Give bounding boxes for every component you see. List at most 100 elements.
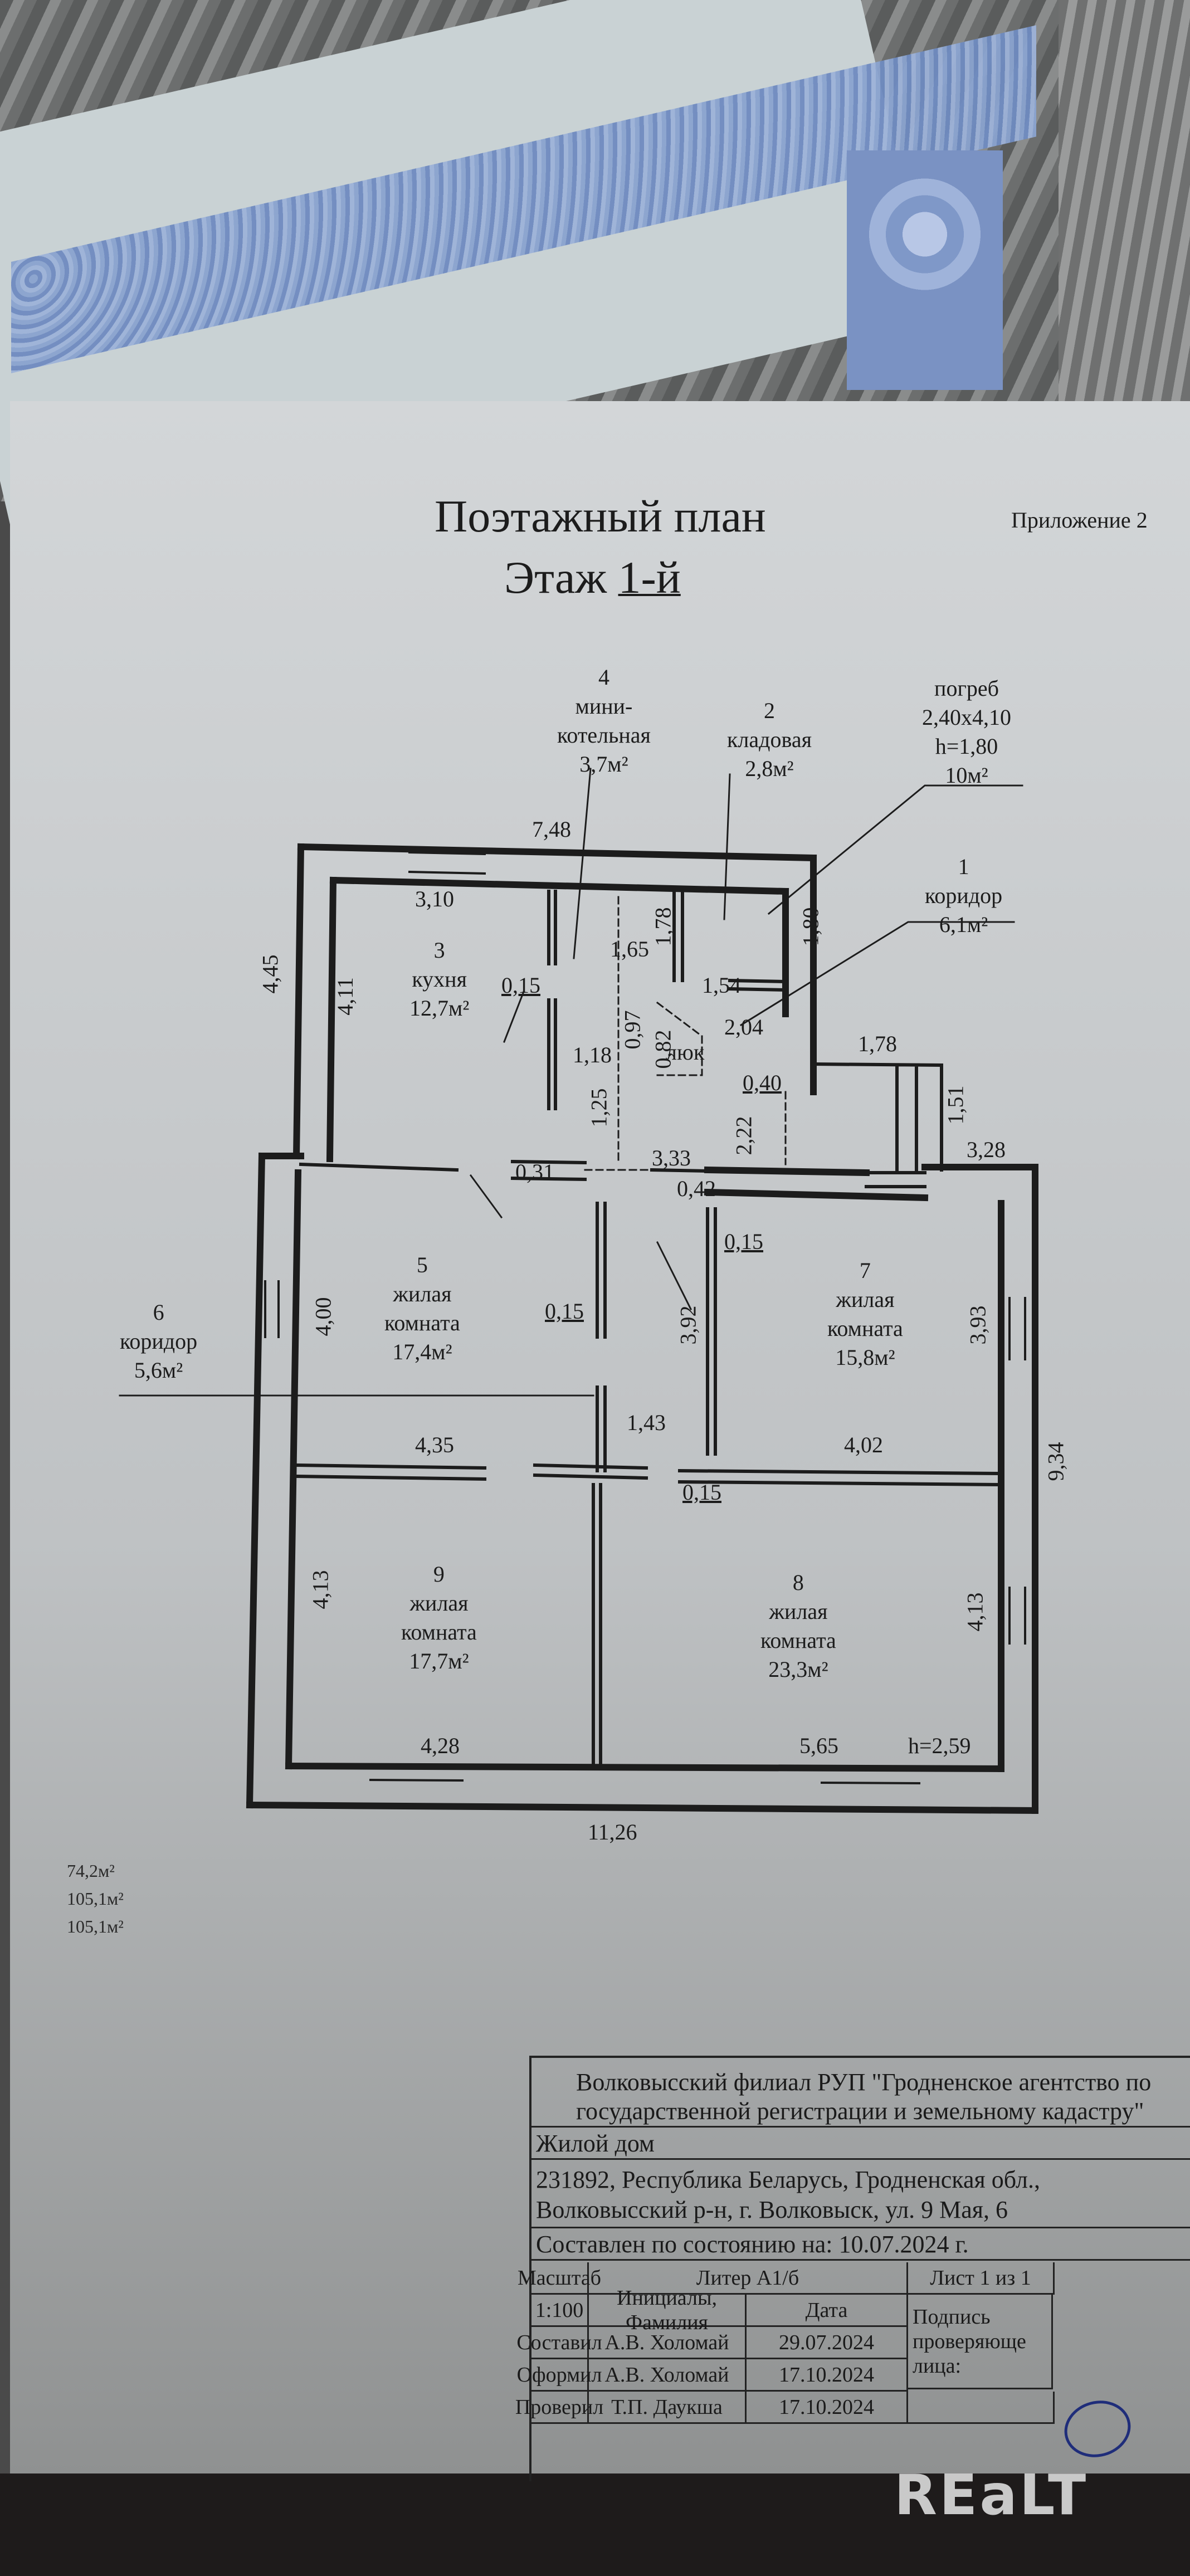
- partition-room9-room8: [592, 1483, 602, 1768]
- dashed-boundaries: [584, 896, 787, 1171]
- partition-corridor-stub: [533, 1463, 648, 1480]
- outer-wall-top: [297, 843, 817, 862]
- outer-wall-top-inner: [329, 876, 789, 895]
- room-9-area: 17,7м²: [409, 1648, 469, 1674]
- dim-222: 2,22: [731, 1116, 757, 1155]
- room-4-name-2: котельная: [557, 723, 651, 748]
- partition-hall-block: [510, 1159, 587, 1182]
- dim-porch-height: 1,51: [943, 1085, 968, 1125]
- row-role: Проверил: [515, 2392, 603, 2424]
- room-8-area: 23,3м²: [768, 1657, 828, 1682]
- hatch-label: люк: [666, 1040, 705, 1065]
- dim-right-outer: 9,34: [1043, 1442, 1069, 1481]
- room-7-name-2: комната: [827, 1316, 903, 1341]
- dim-left-outer-top: 4,45: [257, 954, 283, 994]
- partition-boiler-storage: [672, 890, 684, 982]
- entrance-door-gap: [865, 1171, 926, 1188]
- outer-walls: [246, 843, 1039, 1814]
- dim-partition-015-c: 0,15: [545, 1299, 584, 1324]
- dim-room7-right: 3,93: [965, 1305, 991, 1345]
- realt-watermark-logo: REaLT: [894, 2462, 1089, 2528]
- leader-kitchen: [503, 991, 525, 1043]
- partition-storage-shelf: [728, 978, 788, 992]
- room-7-label: 7 жилая комната 15,8м²: [827, 1256, 903, 1372]
- row-role: Составил: [516, 2327, 602, 2359]
- signature-label: Подпись проверяюще лица:: [908, 2295, 1053, 2389]
- dim-room7-bottom: 4,02: [844, 1432, 883, 1457]
- leader-corridor1: [739, 921, 1015, 1027]
- col-header-date: Дата: [747, 2295, 908, 2327]
- room-4-area: 3,7м²: [579, 752, 628, 777]
- dim-partition-015-d: 0,15: [682, 1480, 721, 1505]
- outer-wall-left-kitchen-inner: [326, 876, 337, 1163]
- cellar-size: 2,40х4,10: [922, 705, 1011, 730]
- partition-room7-room8: [677, 1468, 1002, 1487]
- room-9-label: 9 жилая комната 17,7м²: [401, 1560, 477, 1676]
- room-3-label: 3 кухня 12,7м²: [409, 936, 469, 1023]
- signature-label-1: Подпись: [913, 2305, 991, 2329]
- room-2-area: 2,8м²: [745, 756, 794, 781]
- row-date: 17.10.2024: [747, 2359, 908, 2392]
- dim-kitchen-left: 4,11: [332, 977, 358, 1016]
- dim-204: 2,04: [724, 1014, 763, 1040]
- dim-bottom-outer: 11,26: [588, 1819, 637, 1845]
- leader-boiler: [573, 768, 592, 959]
- partition-room7-corridor: [706, 1207, 717, 1456]
- room-7-number: 7: [859, 1258, 871, 1283]
- dim-room5-left: 4,00: [310, 1297, 336, 1336]
- room-2-name: кладовая: [727, 727, 812, 752]
- title-block-org: Волковысский филиал РУП "Гродненское аге…: [531, 2058, 1190, 2128]
- dim-097: 0,97: [620, 1010, 645, 1050]
- dim-031: 0,31: [515, 1159, 554, 1184]
- sheet-label: Лист 1 из 1: [908, 2262, 1055, 2295]
- scale-label: Масштаб: [518, 2262, 601, 2295]
- room-3-name: кухня: [412, 967, 467, 992]
- cellar-height: h=1,80: [935, 734, 998, 759]
- room-6-name: коридор: [120, 1329, 198, 1354]
- floor-prefix: Этаж: [504, 552, 618, 603]
- cellar-name: погреб: [934, 676, 999, 701]
- certificate-ornament-corner: [847, 150, 1003, 390]
- org-line-1: Волковысский филиал РУП "Гродненское аге…: [576, 2068, 1152, 2096]
- window-room8-right: [1008, 1587, 1026, 1645]
- partition-room5-room9: [296, 1463, 487, 1481]
- dim-room8-right: 4,13: [962, 1592, 988, 1632]
- room-2-number: 2: [764, 698, 775, 723]
- leader-room7-door: [656, 1241, 692, 1311]
- window-room7-right: [1008, 1297, 1026, 1360]
- cellar-area: 10м²: [945, 763, 988, 788]
- page-title: Поэтажный план: [435, 491, 766, 541]
- room-8-name-1: жилая: [769, 1599, 828, 1624]
- floor-value: 1-й: [618, 552, 681, 603]
- room-7-name-1: жилая: [836, 1287, 895, 1312]
- room-9-name-2: комната: [401, 1619, 477, 1645]
- leader-cellar: [767, 784, 1023, 915]
- outer-wall-mid-top: [704, 1166, 870, 1177]
- room-1-label: 1 коридор 6,1м²: [925, 852, 1002, 939]
- room-5-name-2: комната: [384, 1310, 460, 1335]
- room-4-number: 4: [598, 665, 609, 690]
- outer-wall-left-lower: [246, 1152, 266, 1809]
- room-9-name-1: жилая: [409, 1591, 469, 1616]
- outer-wall-left-kitchen: [292, 843, 305, 1160]
- scale-value: 1:100: [531, 2295, 589, 2327]
- partition-corridor-mid: [596, 1385, 607, 1472]
- leader-lines: [119, 768, 1023, 1397]
- floor-plan-sheet: [10, 401, 1190, 2473]
- dim-178: 1,78: [650, 907, 676, 947]
- dim-kitchen-top: 3,10: [415, 886, 454, 911]
- partition-hall-right: [650, 1168, 710, 1173]
- row-name: Т.П. Даукша: [589, 2392, 747, 2424]
- outer-wall-left-lower-inner: [285, 1169, 302, 1770]
- total-living-area: 74,2м²: [67, 1861, 115, 1881]
- dim-165: 1,65: [610, 936, 649, 962]
- dim-room8-bottom: 5,65: [799, 1733, 838, 1758]
- room-3-number: 3: [433, 938, 445, 963]
- dim-040: 0,40: [743, 1070, 782, 1095]
- dark-surface: [0, 2473, 1190, 2576]
- dim-118: 1,18: [573, 1042, 612, 1067]
- signature-label-3: лица:: [913, 2354, 962, 2378]
- dim-180: 1,80: [798, 907, 823, 947]
- room-5-label: 5 жилая комната 17,4м²: [384, 1251, 460, 1367]
